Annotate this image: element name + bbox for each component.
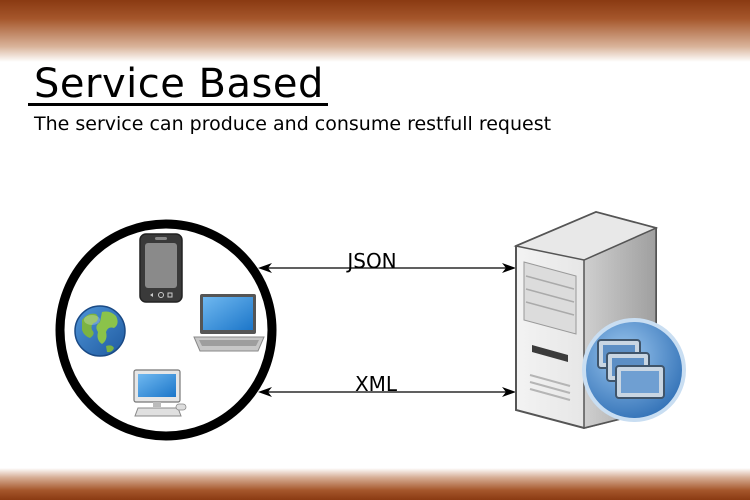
title-underline xyxy=(28,103,328,106)
page-title: Service Based xyxy=(34,61,324,107)
json-label: JSON xyxy=(345,249,396,273)
client-circle xyxy=(55,219,277,441)
application-windows-icon xyxy=(582,318,686,422)
xml-arrowhead-left xyxy=(258,387,272,397)
json-connection: JSON xyxy=(258,249,516,273)
xml-connection: XML xyxy=(258,372,516,397)
top-decorative-band xyxy=(0,0,750,62)
json-arrowhead-left xyxy=(258,263,272,273)
json-arrowhead-right xyxy=(502,263,516,273)
smartphone-icon xyxy=(139,233,183,303)
client-devices-group xyxy=(55,219,277,441)
bottom-decorative-band xyxy=(0,468,750,500)
laptop-icon xyxy=(193,294,265,352)
xml-arrowhead-right xyxy=(502,387,516,397)
globe-icon xyxy=(74,305,126,357)
page-subtitle: The service can produce and consume rest… xyxy=(34,113,552,135)
desktop-computer-icon xyxy=(133,369,187,417)
xml-label: XML xyxy=(355,372,398,396)
